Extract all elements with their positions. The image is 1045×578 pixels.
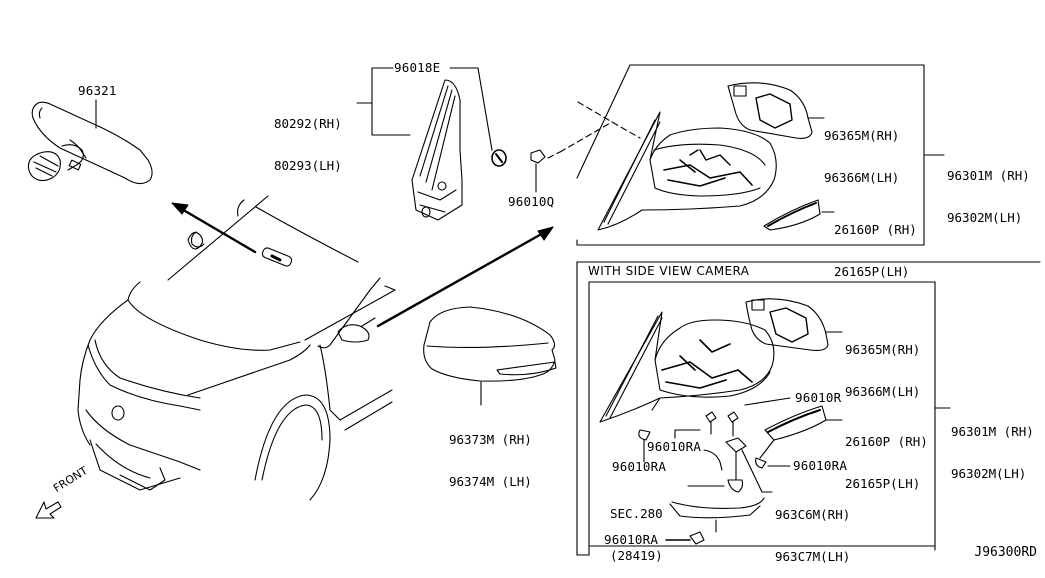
- part-label-96018e[interactable]: 96018E: [394, 60, 441, 75]
- car-body-drawing: [78, 196, 395, 500]
- part-number: 96302M(LH): [947, 210, 1023, 225]
- part-number: 26160P (RH): [834, 222, 917, 237]
- standard-panel-frame: [560, 65, 944, 245]
- diagram-code: J96300RD: [974, 545, 1037, 560]
- part-label-std-lamp[interactable]: 26160P (RH) 26165P(LH): [834, 195, 917, 293]
- part-number: 96373M (RH): [449, 432, 532, 447]
- part-number: 963C7M(LH): [775, 549, 851, 564]
- part-number: 963C6M(RH): [775, 507, 851, 522]
- part-number: 96365M(RH): [845, 342, 921, 357]
- part-label-inner-mirror[interactable]: 96321: [78, 83, 117, 98]
- part-label-sec-280[interactable]: SEC.280 (28419): [610, 479, 663, 577]
- part-number: 96302M(LH): [951, 466, 1027, 481]
- part-number: 96301M (RH): [951, 424, 1034, 439]
- part-label-cam-assy[interactable]: 96301M (RH) 96302M(LH): [951, 397, 1034, 495]
- part-number: 26160P (RH): [845, 434, 928, 449]
- section-part-number: (28419): [610, 548, 663, 563]
- part-number: 80293(LH): [274, 158, 342, 173]
- section-header-side-view-camera: WITH SIDE VIEW CAMERA: [588, 264, 750, 278]
- part-number: 96365M(RH): [824, 128, 900, 143]
- section-reference: SEC.280: [610, 506, 663, 521]
- part-label-96010r[interactable]: 96010R: [795, 390, 842, 405]
- part-label-96010q[interactable]: 96010Q: [508, 194, 555, 209]
- corner-finisher-drawing: [357, 68, 506, 220]
- part-label-corner-finisher[interactable]: 80292(RH) 80293(LH): [274, 89, 342, 187]
- front-arrow-icon: [36, 502, 61, 518]
- part-number: 26165P(LH): [834, 264, 910, 279]
- inner-mirror-drawing: [28, 100, 152, 184]
- part-label-bracket[interactable]: 963C6M(RH) 963C7M(LH): [775, 480, 850, 578]
- camera-panel-frame: [577, 262, 1040, 555]
- part-label-std-glass[interactable]: 96365M(RH) 96366M(LH): [824, 101, 899, 199]
- part-label-96010ra[interactable]: 96010RA: [612, 459, 667, 474]
- pointer-arrows: [172, 203, 553, 326]
- part-number: 96366M(LH): [845, 384, 921, 399]
- part-label-std-assy[interactable]: 96301M (RH) 96302M(LH): [947, 141, 1030, 239]
- mirror-cover-drawing: [424, 307, 556, 405]
- part-label-cam-glass[interactable]: 96365M(RH) 96366M(LH): [845, 315, 920, 413]
- part-label-cam-lamp[interactable]: 26160P (RH) 26165P(LH): [845, 407, 928, 505]
- part-label-mirror-cover[interactable]: 96373M (RH) 96374M (LH): [449, 405, 532, 503]
- part-label-96010ra[interactable]: 96010RA: [647, 439, 702, 454]
- part-number: 26165P(LH): [845, 476, 921, 491]
- part-label-96010ra[interactable]: 96010RA: [793, 458, 848, 473]
- part-number: 96366M(LH): [824, 170, 900, 185]
- part-number: 96301M (RH): [947, 168, 1030, 183]
- part-number: 96374M (LH): [449, 474, 532, 489]
- clip-96010q-drawing: [531, 150, 560, 192]
- part-label-96010ra[interactable]: 96010RA: [604, 532, 659, 547]
- part-number: 80292(RH): [274, 116, 342, 131]
